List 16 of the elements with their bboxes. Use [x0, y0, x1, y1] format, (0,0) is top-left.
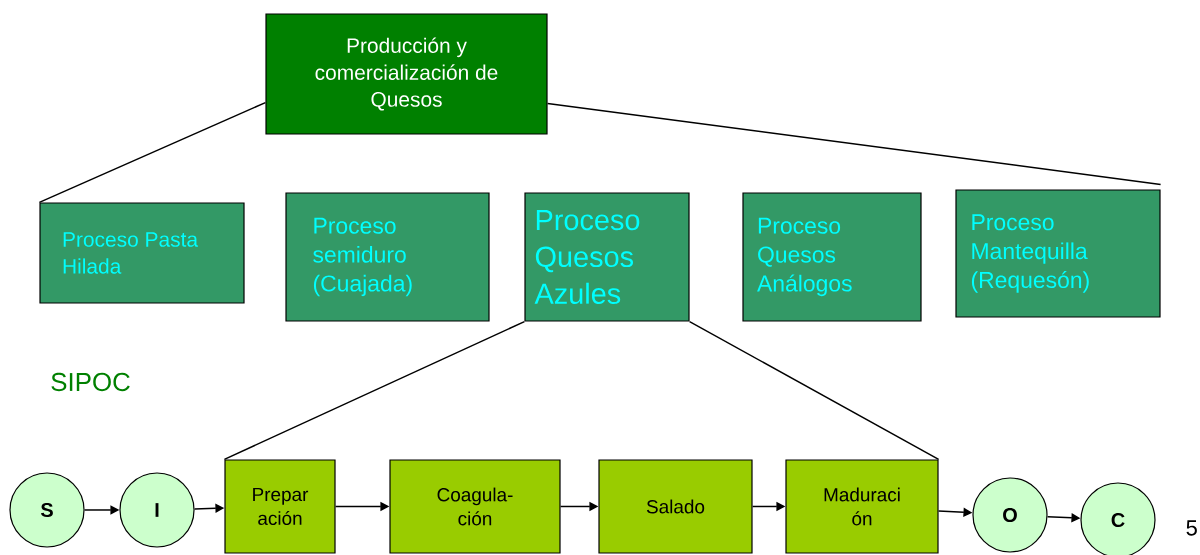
step-box: Maduraci ón: [785, 459, 939, 554]
process-box: Proceso Mantequilla (Requesón): [955, 189, 1161, 318]
page-number: 5: [1186, 520, 1197, 536]
process-box: Producción y comercialización de Quesos: [265, 13, 548, 135]
process-box: Proceso Pasta Hilada: [39, 202, 245, 304]
step-box: Prepar ación: [224, 459, 336, 554]
process-box: Proceso semiduro (Cuajada): [285, 192, 490, 322]
step-box: Coagula- ción: [389, 459, 561, 554]
connector-line: [223, 320, 526, 461]
process-box: Proceso Quesos Azules: [524, 192, 690, 322]
process-box: Proceso Quesos Análogos: [742, 192, 922, 322]
step-box: Salado: [598, 459, 753, 554]
connector-line: [38, 101, 267, 204]
connector-line: [546, 102, 1162, 186]
section-label: SIPOC: [51, 372, 130, 392]
connector-line: [688, 320, 940, 461]
